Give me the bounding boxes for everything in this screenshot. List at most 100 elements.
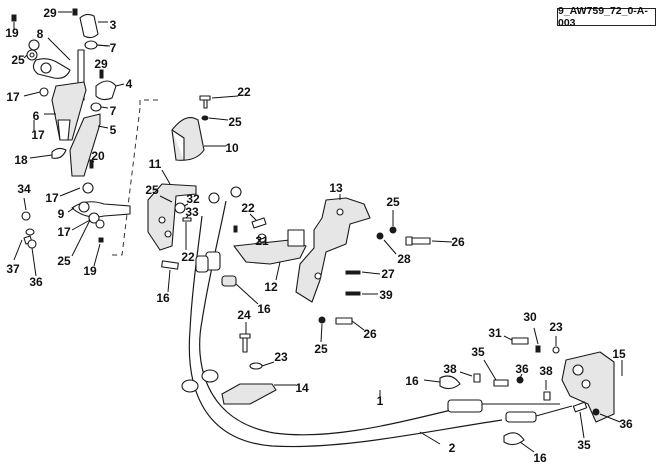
nut-36-right bbox=[592, 408, 600, 416]
callout-number: 15 bbox=[612, 347, 626, 361]
callout-leader bbox=[459, 371, 473, 377]
callout-number: 7 bbox=[110, 104, 117, 118]
callout-leader bbox=[59, 187, 81, 197]
callout-number: 19 bbox=[5, 26, 19, 40]
callout-leader bbox=[167, 269, 171, 293]
callout-number: 34 bbox=[17, 182, 31, 196]
bracket-12 bbox=[233, 229, 307, 265]
callout-leader bbox=[96, 44, 109, 47]
callout-number: 36 bbox=[515, 362, 529, 376]
callout-number: 36 bbox=[619, 417, 633, 431]
washer-25-top bbox=[201, 115, 209, 121]
callout-number: 8 bbox=[37, 27, 44, 41]
bushing-16-mid bbox=[221, 275, 237, 287]
callout-number: 20 bbox=[91, 149, 105, 163]
pin-35-left bbox=[493, 379, 509, 387]
callout-leader bbox=[383, 239, 397, 255]
nut-17-low bbox=[95, 219, 105, 229]
callout-number: 7 bbox=[110, 41, 117, 55]
callout-number: 25 bbox=[57, 254, 71, 268]
callout-leader bbox=[519, 441, 535, 453]
callout-number: 25 bbox=[228, 115, 242, 129]
washer-33 bbox=[25, 228, 35, 236]
washer-25-right bbox=[389, 226, 397, 234]
callout-number: 16 bbox=[257, 302, 271, 316]
callout-number: 11 bbox=[149, 157, 162, 171]
callout-number: 31 bbox=[488, 326, 502, 340]
shift-knob-3 bbox=[79, 13, 108, 39]
callout-number: 25 bbox=[314, 342, 328, 356]
callout-number: 5 bbox=[110, 123, 117, 137]
callout-leader bbox=[185, 215, 189, 219]
callout-leader bbox=[419, 431, 441, 445]
callout-number: 2 bbox=[449, 441, 456, 455]
callout-number: 10 bbox=[225, 141, 239, 155]
callout-number: 38 bbox=[443, 362, 457, 376]
clip-38-left bbox=[473, 373, 481, 383]
washer-25-low bbox=[318, 316, 326, 324]
callout-number: 38 bbox=[539, 364, 553, 378]
callout-number: 21 bbox=[255, 234, 269, 248]
washer-25-mid bbox=[88, 212, 100, 224]
callout-leader bbox=[361, 271, 381, 275]
callout-number: 26 bbox=[451, 235, 465, 249]
callout-number: 1 bbox=[377, 394, 384, 408]
screw-30 bbox=[535, 345, 541, 353]
callout-number: 29 bbox=[43, 6, 57, 20]
callout-number: 23 bbox=[549, 320, 563, 334]
callout-leader bbox=[91, 159, 95, 163]
callout-leader bbox=[235, 283, 259, 305]
diagram-reference-code: 9_AW759_72_0-A-003 bbox=[557, 5, 656, 29]
callout-number: 16 bbox=[405, 374, 419, 388]
callout-number: 4 bbox=[126, 77, 133, 91]
screw-39 bbox=[345, 291, 361, 296]
callout-number: 22 bbox=[241, 201, 255, 215]
spring-18 bbox=[51, 147, 67, 159]
callout-number: 27 bbox=[381, 267, 395, 281]
callout-number: 35 bbox=[471, 345, 485, 359]
callout-leader bbox=[320, 323, 323, 343]
callout-leader bbox=[275, 261, 281, 281]
callout-number: 17 bbox=[31, 128, 45, 142]
callout-leader bbox=[115, 83, 125, 87]
washer-25-upper bbox=[26, 49, 38, 61]
bracket-13 bbox=[295, 197, 371, 303]
callout-number: 24 bbox=[237, 308, 251, 322]
callout-leader bbox=[183, 203, 189, 207]
callout-number: 6 bbox=[33, 109, 40, 123]
callout-layer: 1234567789101112131415161616161717171718… bbox=[5, 6, 633, 465]
clip-38-right bbox=[543, 391, 551, 401]
callout-leader bbox=[208, 117, 229, 121]
bolt-24 bbox=[239, 333, 251, 353]
pin-20 bbox=[89, 159, 94, 169]
callout-number: 17 bbox=[57, 225, 71, 239]
callout-number: 16 bbox=[533, 451, 547, 465]
callout-number: 25 bbox=[386, 195, 400, 209]
bolt-31 bbox=[511, 337, 529, 345]
callout-leader bbox=[13, 239, 23, 261]
callout-number: 32 bbox=[186, 192, 200, 206]
bolt-17-left bbox=[39, 87, 49, 97]
callout-number: 22 bbox=[237, 85, 251, 99]
callout-leader bbox=[257, 237, 265, 241]
callout-leader bbox=[423, 379, 441, 383]
callout-leader bbox=[29, 154, 53, 159]
callout-number: 39 bbox=[379, 288, 393, 302]
callout-leader bbox=[23, 54, 28, 59]
callout-leader bbox=[23, 197, 27, 211]
housing-5 bbox=[69, 113, 101, 177]
screw-33-right bbox=[233, 225, 238, 233]
screw-22-mid bbox=[182, 217, 192, 222]
callout-leader bbox=[351, 320, 365, 331]
screw-19-upper bbox=[11, 14, 17, 22]
callout-leader bbox=[47, 37, 71, 61]
screw-22-top bbox=[199, 95, 211, 109]
pin-35-right bbox=[572, 401, 588, 413]
nut-17-upper bbox=[28, 39, 40, 51]
plate-14 bbox=[221, 383, 277, 405]
callout-number: 26 bbox=[363, 327, 377, 341]
callout-leader bbox=[249, 213, 257, 221]
callout-number: 18 bbox=[14, 153, 28, 167]
screw-22-right bbox=[251, 217, 267, 229]
